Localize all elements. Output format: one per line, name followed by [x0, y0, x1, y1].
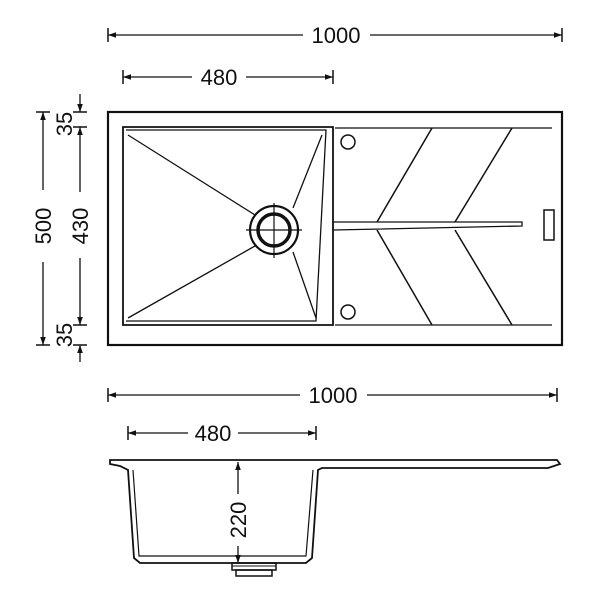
drainer-board	[332, 127, 555, 326]
dim-overall-width-side: 1000	[107, 383, 558, 408]
side-view: 1000 480 220	[107, 383, 562, 577]
bowl-slope-line	[292, 134, 323, 209]
sink-outline	[106, 110, 564, 347]
bottom-margin-label: 35	[52, 323, 77, 347]
bowl-slope-line	[127, 134, 256, 216]
waste-outlet-icon	[246, 203, 302, 258]
dim-bowl-width-side: 480	[127, 421, 317, 446]
bowl-slope-line	[127, 245, 256, 319]
bowl-inner-profile	[132, 469, 314, 557]
bowl-slope-line	[292, 251, 317, 319]
dim-bowl-width-top: 480	[122, 65, 334, 90]
tap-hole-icon	[340, 134, 356, 150]
bowl-height-label: 220	[226, 502, 251, 539]
overall-depth-label: 500	[31, 208, 56, 245]
side-overall-width-label: 1000	[309, 383, 358, 408]
bowl-depth-label: 430	[68, 208, 93, 245]
bowl-width-label: 480	[201, 65, 238, 90]
overflow-slot-icon	[543, 209, 555, 241]
waste-fitting-icon	[231, 562, 277, 577]
sink-profile	[109, 459, 562, 564]
top-view: 1000 480 500	[31, 23, 564, 362]
bowl-outline	[122, 126, 334, 326]
bowl-inner-outline	[126, 129, 327, 322]
dim-bowl-height: 220	[226, 462, 251, 563]
top-margin-label: 35	[52, 112, 77, 136]
overall-width-label: 1000	[312, 23, 361, 48]
dim-overall-width-top: 1000	[107, 23, 563, 48]
dim-overall-depth: 500	[31, 111, 56, 346]
dim-bowl-depth: 430 35 35	[52, 94, 93, 362]
tap-hole-icon	[340, 304, 356, 320]
side-bowl-width-label: 480	[195, 421, 232, 446]
